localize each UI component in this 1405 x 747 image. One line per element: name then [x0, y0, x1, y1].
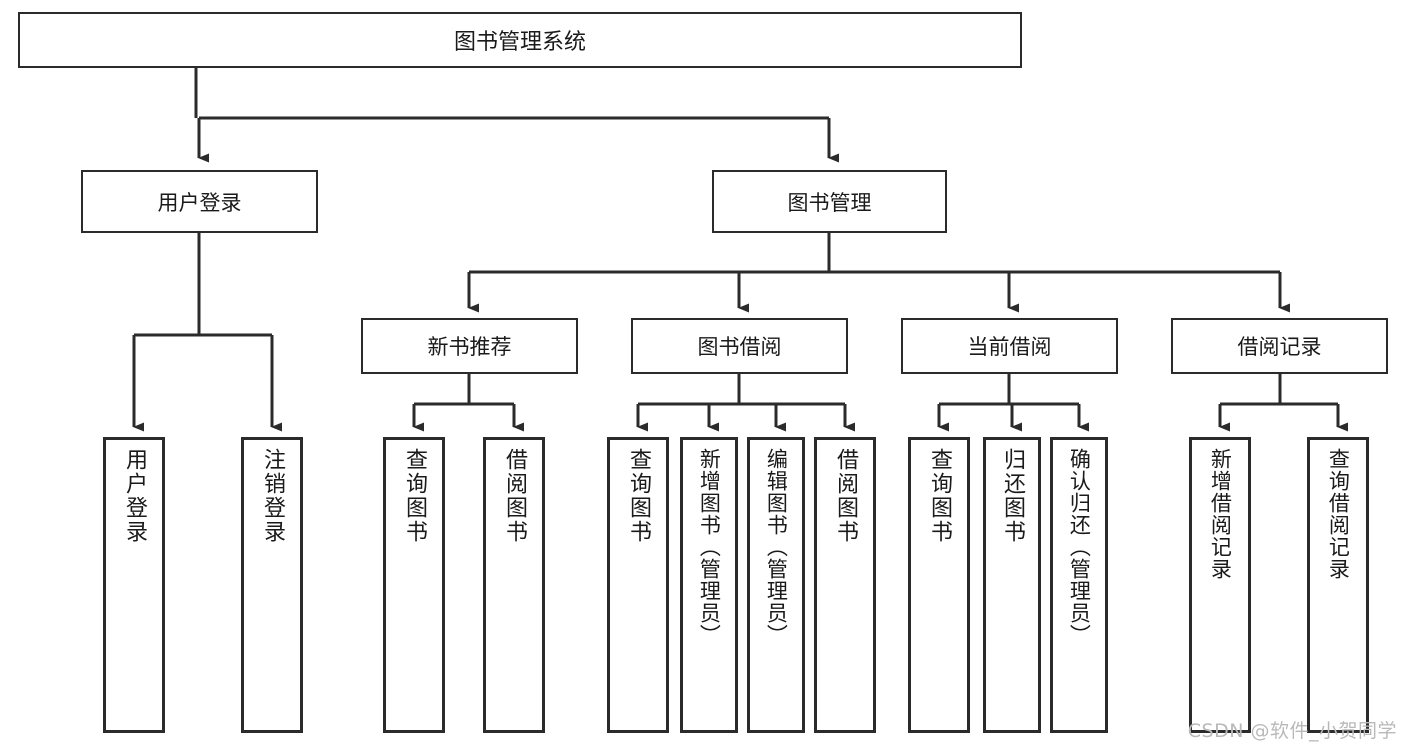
- leaf-node[interactable]: 查询图书: [908, 437, 970, 733]
- leaf-node[interactable]: 新增借阅记录: [1189, 437, 1251, 733]
- leaf-node-label: 确认归还（管理员）: [1067, 448, 1092, 646]
- leaf-node[interactable]: 查询图书: [607, 437, 669, 733]
- leaf-node-label: 归还图书: [999, 448, 1025, 544]
- leaf-node-label: 查询图书: [926, 448, 952, 544]
- node-book-borrow[interactable]: 图书借阅: [631, 318, 848, 374]
- leaf-node-label: 查询借阅记录: [1326, 448, 1351, 580]
- node-book-management-label: 图书管理: [787, 190, 872, 215]
- leaf-node[interactable]: 用户登录: [103, 437, 165, 733]
- leaf-node[interactable]: 归还图书: [983, 437, 1041, 733]
- node-current-borrow-label: 当前借阅: [967, 335, 1052, 359]
- leaf-node-label: 用户登录: [121, 448, 147, 544]
- leaf-node[interactable]: 借阅图书: [483, 437, 545, 733]
- node-borrow-record[interactable]: 借阅记录: [1171, 318, 1388, 374]
- leaf-node[interactable]: 编辑图书（管理员）: [747, 437, 805, 733]
- leaf-node[interactable]: 借阅图书: [814, 437, 876, 733]
- node-root-label: 图书管理系统: [453, 30, 586, 55]
- leaf-node[interactable]: 新增图书（管理员）: [680, 437, 738, 733]
- leaf-node-label: 查询图书: [401, 448, 427, 544]
- node-book-management[interactable]: 图书管理: [712, 170, 947, 233]
- leaf-node-label: 新增借阅记录: [1208, 448, 1233, 580]
- leaf-node-label: 新增图书（管理员）: [697, 448, 722, 646]
- node-user-login-label: 用户登录: [157, 190, 242, 215]
- leaf-node-label: 查询图书: [625, 448, 651, 544]
- node-new-book-recommend[interactable]: 新书推荐: [361, 318, 578, 374]
- leaf-node-label: 借阅图书: [501, 448, 527, 544]
- leaf-node[interactable]: 查询图书: [383, 437, 445, 733]
- node-root[interactable]: 图书管理系统: [18, 12, 1022, 68]
- node-new-book-recommend-label: 新书推荐: [427, 335, 512, 359]
- leaf-node[interactable]: 确认归还（管理员）: [1050, 437, 1108, 733]
- watermark: CSDN @软件_小贺同学: [1187, 720, 1397, 742]
- leaf-node-label: 注销登录: [259, 448, 285, 544]
- node-book-borrow-label: 图书借阅: [697, 335, 782, 359]
- leaf-node[interactable]: 注销登录: [241, 437, 303, 733]
- leaf-node-label: 编辑图书（管理员）: [764, 448, 789, 646]
- node-borrow-record-label: 借阅记录: [1237, 335, 1322, 359]
- leaf-node-label: 借阅图书: [832, 448, 858, 544]
- node-user-login[interactable]: 用户登录: [81, 170, 318, 233]
- leaf-node[interactable]: 查询借阅记录: [1307, 437, 1369, 733]
- node-current-borrow[interactable]: 当前借阅: [901, 318, 1118, 374]
